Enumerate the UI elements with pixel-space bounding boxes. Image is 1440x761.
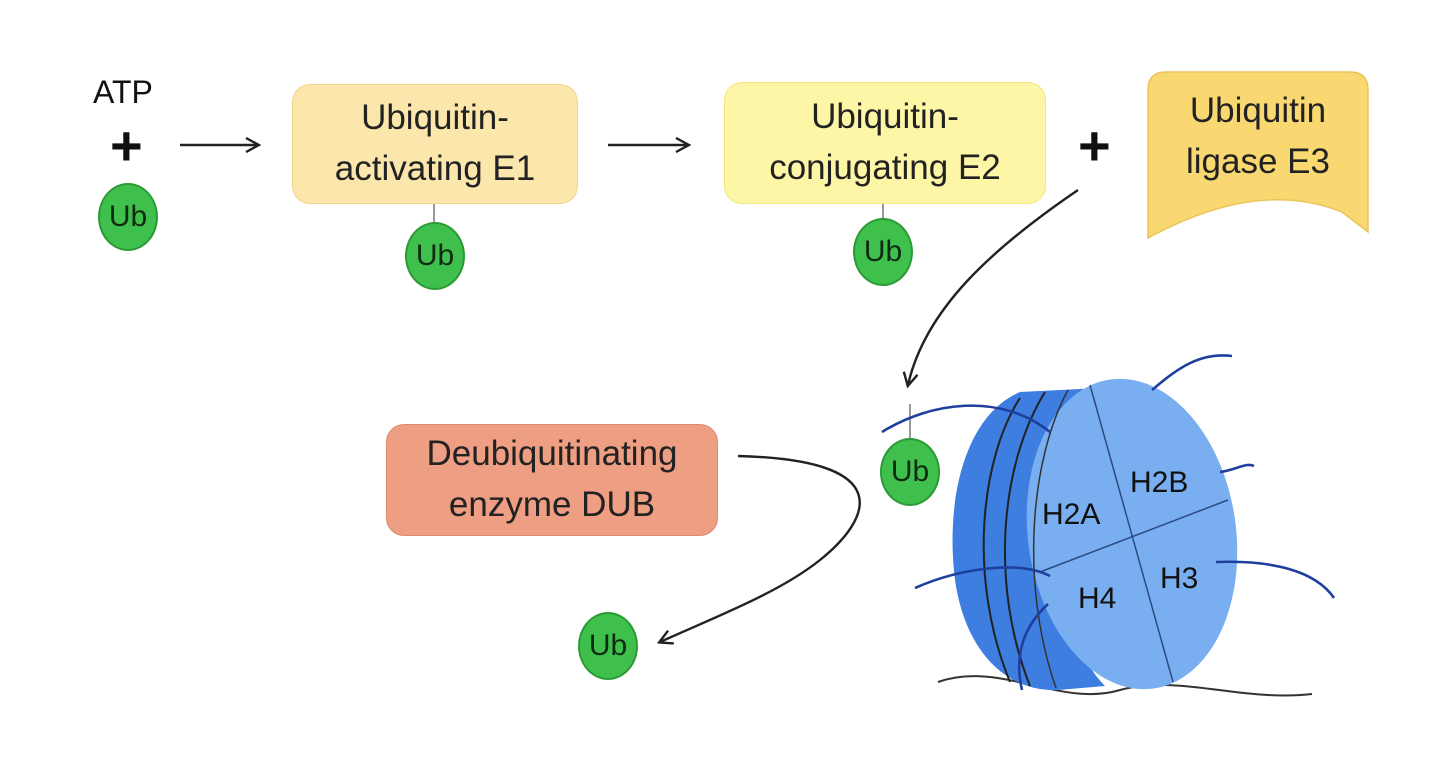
histone-h2a: H2A [1042,498,1101,531]
e3-ligase-label: Ubiquitin ligase E3 [1186,91,1330,181]
nucleosome [881,354,1336,691]
ub-on-nucleosome: Ub [880,438,940,506]
dna-wrap-2 [1003,391,1046,687]
histone-tail [1219,463,1255,474]
atp-label: ATP [93,74,153,110]
histone-divider-vertical [1089,384,1174,683]
ub-released: Ub [578,612,638,680]
histone-h3: H3 [1160,562,1199,595]
histone-tail [914,566,1051,590]
dna-wrap-3 [1032,389,1069,689]
plus-sign: + [110,114,143,177]
arrow-e3-to-nucleosome [908,189,1079,385]
dna-wrap-1 [982,397,1021,683]
histone-tail [1151,354,1233,391]
ub-on-e1: Ub [405,222,465,290]
histone-h2b: H2B [1130,466,1189,499]
plus-sign-e3: + [1078,114,1111,177]
histone-tail [1215,560,1336,599]
e2-conjugating-box: Ubiquitin- conjugating E2 [724,82,1046,204]
ub-on-e2: Ub [853,218,913,286]
histone-h4: H4 [1078,582,1117,615]
e3-ligase-shape [1147,71,1369,240]
dna-strand [937,675,1313,697]
histone-tail [1017,603,1049,691]
histone-tail [881,404,1051,434]
e1-activating-box: Ubiquitin- activating E1 [292,84,578,204]
arrow-dub-release [660,454,861,642]
dub-enzyme-box: Deubiquitinating enzyme DUB [386,424,718,536]
histone-divider-horizontal [1039,499,1229,573]
ub-free: Ub [98,183,158,251]
